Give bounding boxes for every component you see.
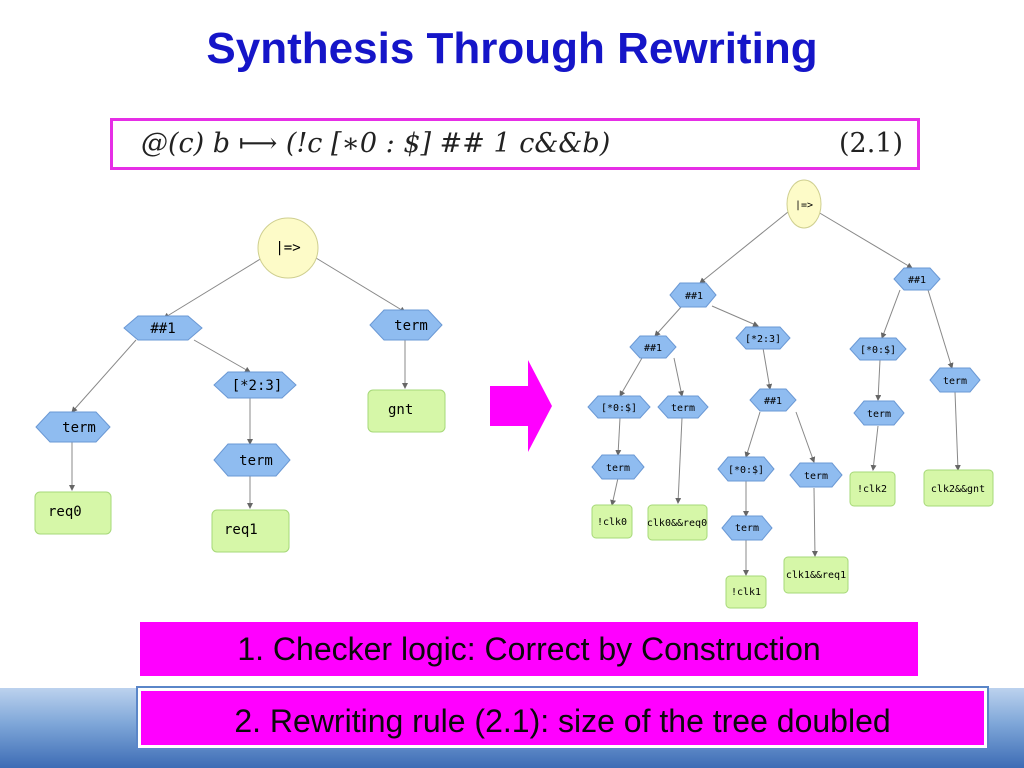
right-term-d-node: term bbox=[789, 462, 843, 488]
left-root-label: |=> bbox=[275, 240, 300, 256]
formula-box: @(c) b ⟼ (!c [∗0 : $] ## 1 c&&b) (2.1) bbox=[110, 118, 920, 170]
svg-text:term: term bbox=[943, 376, 967, 387]
svg-text:term: term bbox=[394, 318, 428, 334]
svg-text:##1: ##1 bbox=[764, 396, 782, 407]
right-term-c-node: term bbox=[721, 515, 773, 541]
banner-checker-logic: 1. Checker logic: Correct by Constructio… bbox=[140, 622, 918, 676]
svg-text:!clk2: !clk2 bbox=[857, 484, 887, 495]
right-clk2-leaf: !clk2 bbox=[849, 471, 896, 507]
right-term-b-node: term bbox=[657, 395, 709, 419]
left-root-node: |=> bbox=[257, 217, 319, 279]
formula-number: (2.1) bbox=[838, 128, 903, 159]
svg-text:clk0&&req0: clk0&&req0 bbox=[647, 518, 707, 529]
banner-rewriting-rule: 2. Rewriting rule (2.1): size of the tre… bbox=[138, 688, 987, 748]
left-term-mid-node: term bbox=[213, 443, 291, 477]
left-tree-edges bbox=[69, 257, 408, 509]
svg-text:req1: req1 bbox=[224, 522, 258, 538]
svg-text:[*0:$]: [*0:$] bbox=[860, 345, 896, 356]
svg-text:[*0:$]: [*0:$] bbox=[601, 403, 637, 414]
svg-text:##1: ##1 bbox=[908, 275, 926, 286]
right-clk2gnt-leaf: clk2&&gnt bbox=[923, 469, 994, 507]
slide-title: Synthesis Through Rewriting bbox=[206, 24, 818, 73]
right-root-node: |=> bbox=[786, 179, 822, 229]
left-req1-leaf: req1 bbox=[211, 509, 290, 553]
left-range23-node: [*2:3] bbox=[213, 371, 297, 399]
svg-text:term: term bbox=[671, 403, 695, 414]
svg-text:term: term bbox=[62, 420, 96, 436]
right-term-f-node: term bbox=[929, 367, 981, 393]
svg-text:##1: ##1 bbox=[685, 291, 703, 302]
svg-text:[*0:$]: [*0:$] bbox=[728, 465, 764, 476]
right-tree-edges bbox=[610, 211, 961, 576]
right-hash1-b-node: ##1 bbox=[629, 335, 677, 359]
left-req0-leaf: req0 bbox=[34, 491, 112, 535]
right-range0-b-node: [*0:$] bbox=[717, 456, 775, 482]
svg-text:term: term bbox=[606, 463, 630, 474]
left-gnt-leaf: gnt bbox=[367, 389, 446, 433]
rewrite-arrow-icon bbox=[490, 360, 552, 452]
svg-text:gnt: gnt bbox=[388, 402, 413, 418]
right-clk0-leaf: !clk0 bbox=[591, 504, 633, 539]
svg-text:[*2:3]: [*2:3] bbox=[745, 334, 781, 345]
right-range23-node: [*2:3] bbox=[735, 326, 791, 350]
svg-text:term: term bbox=[239, 453, 273, 469]
right-range0-c-node: [*0:$] bbox=[849, 337, 907, 361]
svg-text:##1: ##1 bbox=[150, 321, 175, 337]
right-range0-a-node: [*0:$] bbox=[587, 395, 651, 419]
svg-text:term: term bbox=[867, 409, 891, 420]
rewrite-formula: @(c) b ⟼ (!c [∗0 : $] ## 1 c&&b) bbox=[141, 128, 611, 159]
left-term-right-node: term bbox=[369, 309, 443, 341]
svg-text:[*2:3]: [*2:3] bbox=[232, 378, 283, 394]
svg-text:!clk1: !clk1 bbox=[731, 587, 761, 598]
svg-text:term: term bbox=[735, 523, 759, 534]
right-hash1-c-node: ##1 bbox=[749, 388, 797, 412]
svg-text:req0: req0 bbox=[48, 504, 82, 520]
svg-text:##1: ##1 bbox=[644, 343, 662, 354]
right-clk1req1-leaf: clk1&&req1 bbox=[783, 556, 849, 594]
right-clk0req0-leaf: clk0&&req0 bbox=[647, 504, 708, 541]
right-term-e-node: term bbox=[853, 400, 905, 426]
svg-text:|=>: |=> bbox=[795, 200, 813, 211]
svg-text:clk2&&gnt: clk2&&gnt bbox=[931, 484, 985, 495]
left-hash1-node: ##1 bbox=[123, 315, 203, 341]
svg-text:clk1&&req1: clk1&&req1 bbox=[786, 570, 846, 581]
svg-text:!clk0: !clk0 bbox=[597, 517, 627, 528]
left-term-node: term bbox=[35, 411, 111, 443]
right-hash1-a-node: ##1 bbox=[669, 282, 717, 308]
right-hash1-d-node: ##1 bbox=[893, 267, 941, 291]
right-term-a-node: term bbox=[591, 454, 645, 480]
svg-text:term: term bbox=[804, 471, 828, 482]
right-clk1-leaf: !clk1 bbox=[725, 575, 767, 609]
